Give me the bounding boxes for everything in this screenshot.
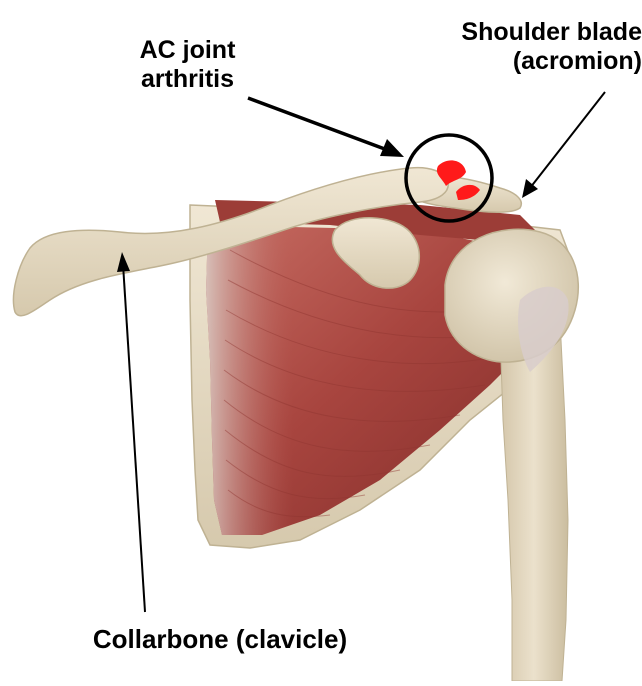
shoulder-blade-arrow [522,92,605,198]
ac-joint-arrow [248,98,404,157]
shoulder-blade-label-line1: Shoulder blade [400,18,642,47]
shoulder-blade-label-line2: (acromion) [400,47,642,76]
ac-joint-label-line2: arthritis [100,65,275,94]
humerus-shaft [500,320,568,681]
collarbone-label: Collarbone (clavicle) [40,625,400,654]
ac-joint-label-line1: AC joint [100,36,275,65]
shoulder-blade-label: Shoulder blade (acromion) [400,18,642,76]
collarbone-arrow [117,252,145,612]
ac-joint-arthritis-label: AC joint arthritis [100,36,275,94]
